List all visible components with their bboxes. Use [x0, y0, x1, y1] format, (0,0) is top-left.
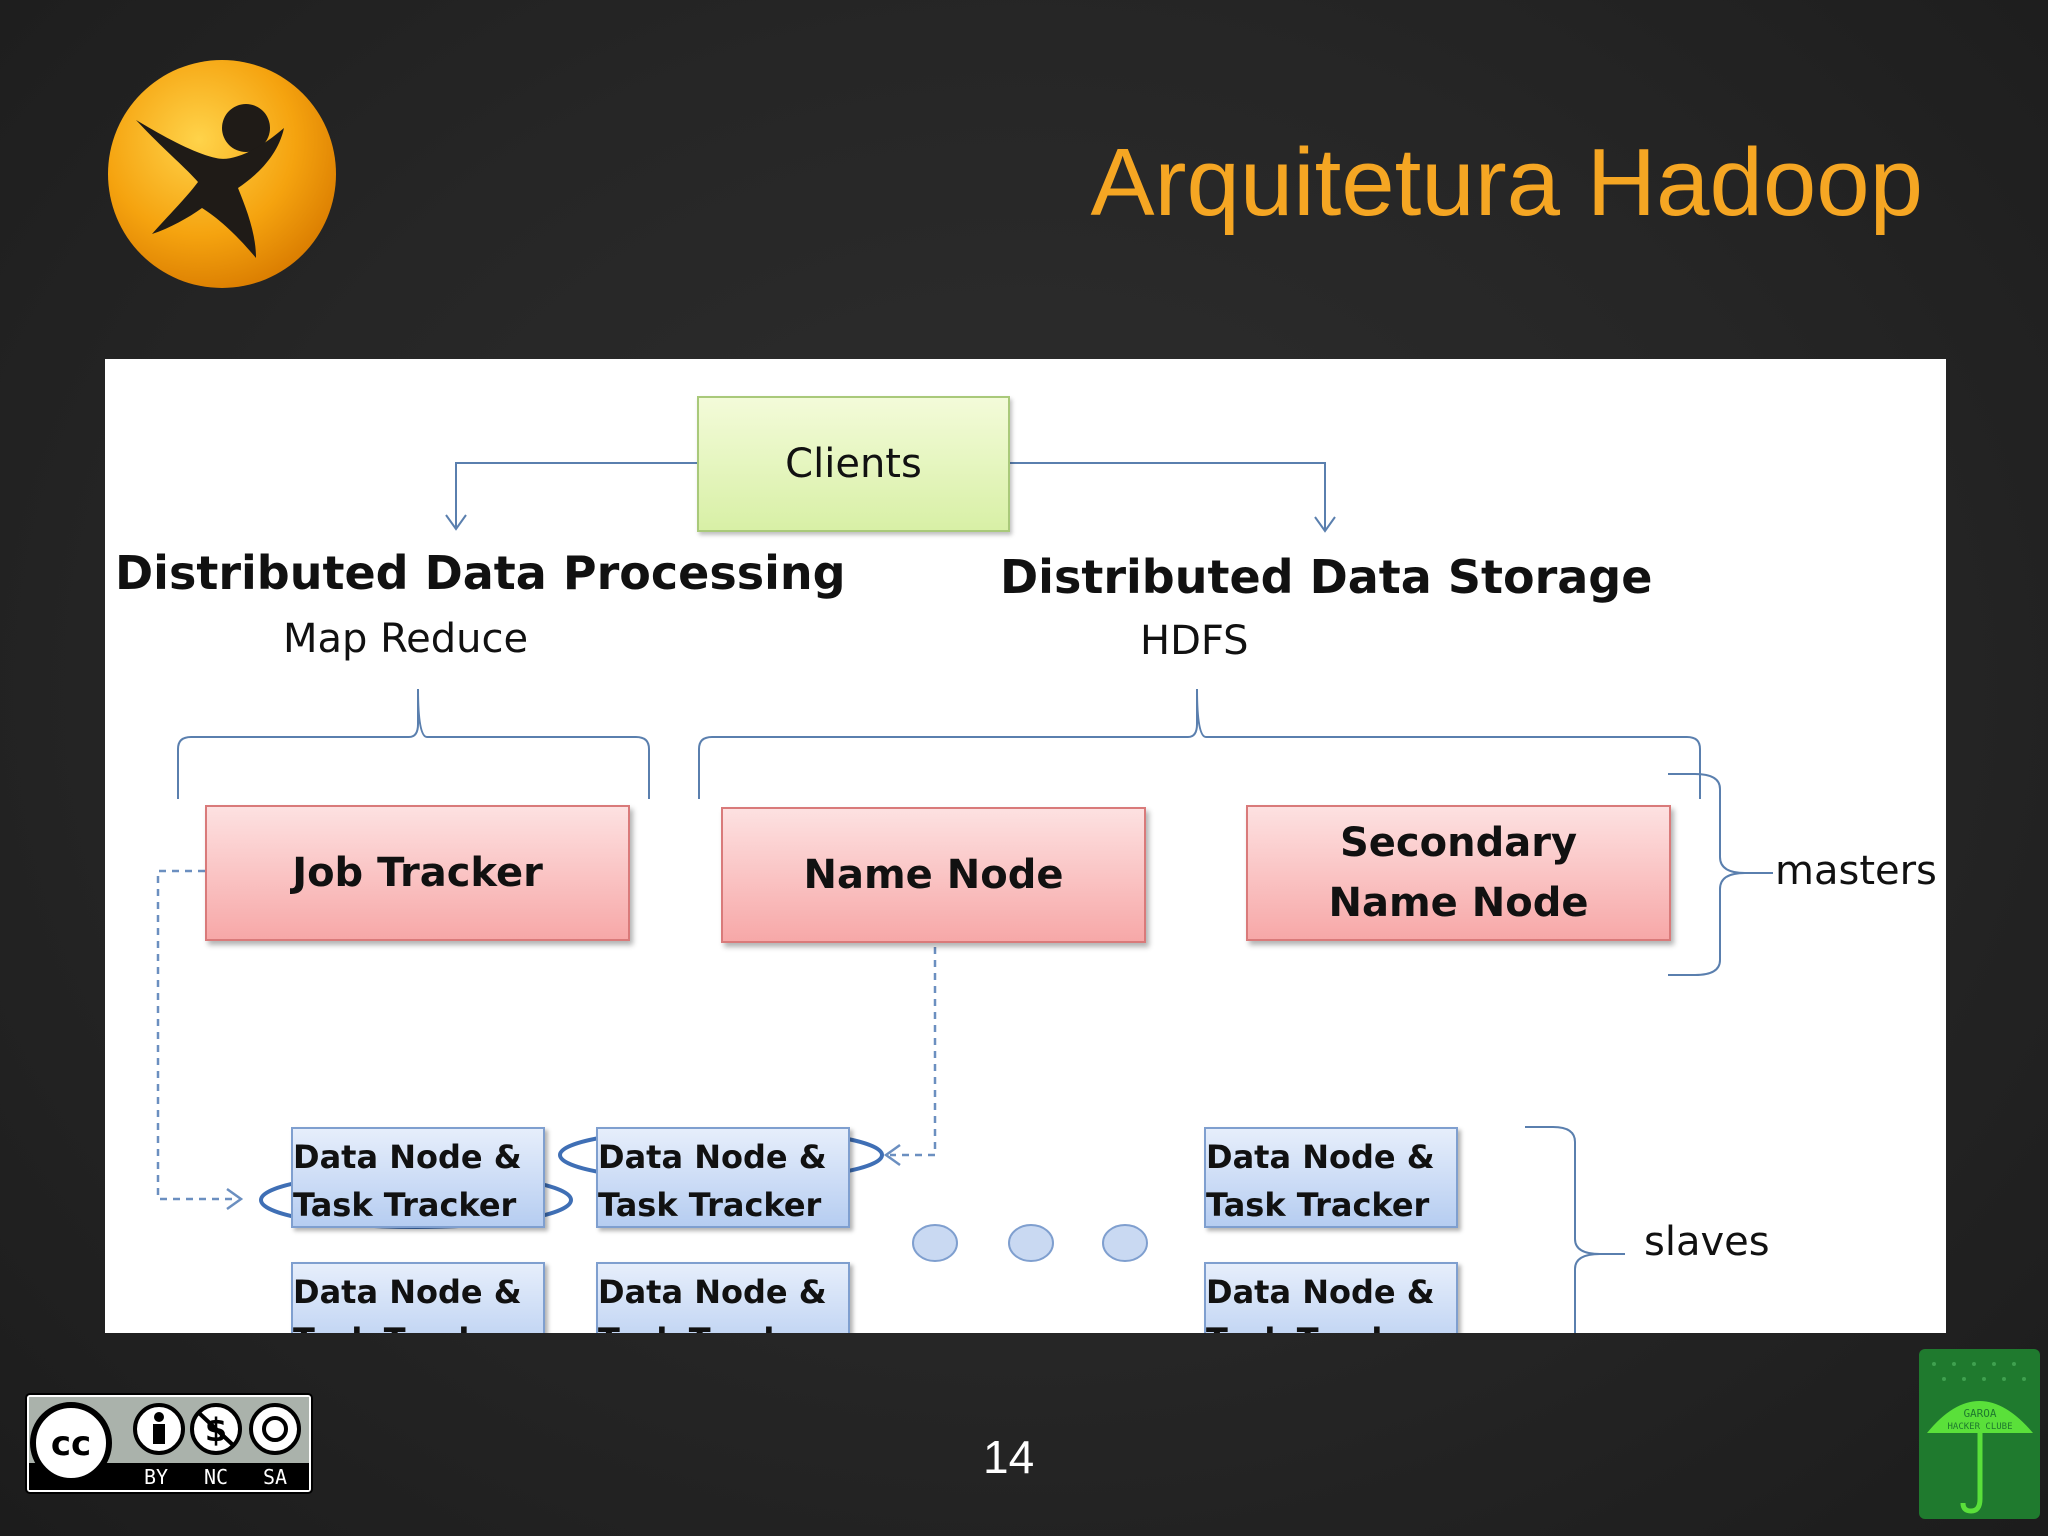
slave-node-line2: Task Tracker	[293, 1316, 516, 1334]
slave-node: Data Node & Task Tracker	[291, 1127, 545, 1228]
slave-node: Data Node & Task Tracker	[1204, 1262, 1458, 1333]
storage-subheading: HDFS	[1140, 618, 1249, 664]
clients-box: Clients	[697, 396, 1010, 532]
processing-subheading: Map Reduce	[283, 616, 529, 662]
ellipsis-dot	[1102, 1224, 1148, 1262]
slave-node: Data Node & Task Tracker	[291, 1262, 545, 1333]
secondary-name-node-line2: Name Node	[1328, 880, 1589, 926]
slave-node: Data Node & Task Tracker	[596, 1127, 850, 1228]
svg-text:cc: cc	[51, 1424, 91, 1464]
page-number: 14	[983, 1431, 1035, 1483]
masters-label: masters	[1775, 848, 1937, 894]
slave-node: Data Node & Task Tracker	[596, 1262, 850, 1333]
slave-node-line2: Task Tracker	[293, 1185, 517, 1224]
storage-brace	[698, 688, 1701, 799]
slide-title: Arquitetura Hadoop	[1090, 129, 1923, 236]
slave-node-line2: Task Tracker	[1206, 1185, 1430, 1224]
garoa-line2: HACKER CLUBE	[1947, 1422, 2012, 1432]
slave-node-line1: Data Node &	[598, 1137, 827, 1176]
arrow-to-storage	[1010, 462, 1326, 531]
masters-brace	[1668, 773, 1773, 976]
hadoop-architecture-diagram: Clients Distributed Data Processing Map …	[105, 359, 1946, 1333]
namenode-dashed-link	[890, 947, 937, 1157]
processing-heading: Distributed Data Processing	[115, 546, 846, 600]
cc-license-badge-icon: cc $ BY NC SA	[25, 1393, 313, 1494]
secondary-name-node-line1: Secondary	[1339, 820, 1578, 866]
processing-brace	[177, 688, 650, 799]
jobtracker-dashed-link	[156, 869, 235, 1201]
slaves-label: slaves	[1644, 1219, 1770, 1265]
slave-node-line1: Data Node &	[598, 1272, 827, 1311]
secondary-name-node-box: Secondary Name Node	[1246, 805, 1671, 941]
slave-node-line1: Data Node &	[1206, 1272, 1435, 1311]
storage-heading: Distributed Data Storage	[1000, 550, 1653, 604]
slave-node-line1: Data Node &	[293, 1137, 522, 1176]
job-tracker-box: Job Tracker	[205, 805, 630, 941]
slaves-brace	[1525, 1126, 1625, 1333]
runner-logo-icon	[108, 60, 336, 288]
arrow-to-processing	[455, 462, 697, 527]
garoa-umbrella-icon: GAROA HACKER CLUBE	[1919, 1349, 2040, 1519]
garoa-line1: GAROA	[1963, 1407, 1996, 1420]
slave-node-line2: Task Tracker	[598, 1185, 822, 1224]
ellipsis-dot	[912, 1224, 958, 1262]
name-node-box: Name Node	[721, 807, 1146, 943]
slave-node-line2: Task Tracker	[1206, 1316, 1429, 1334]
slave-node: Data Node & Task Tracker	[1204, 1127, 1458, 1228]
cc-term-nc: NC	[204, 1465, 228, 1489]
cc-term-by: BY	[144, 1465, 168, 1489]
ellipsis-dot	[1008, 1224, 1054, 1262]
cc-term-sa: SA	[263, 1465, 287, 1489]
slave-node-line2: Task Tracker	[598, 1316, 821, 1334]
slave-node-line1: Data Node &	[293, 1272, 522, 1311]
slave-node-line1: Data Node &	[1206, 1137, 1435, 1176]
